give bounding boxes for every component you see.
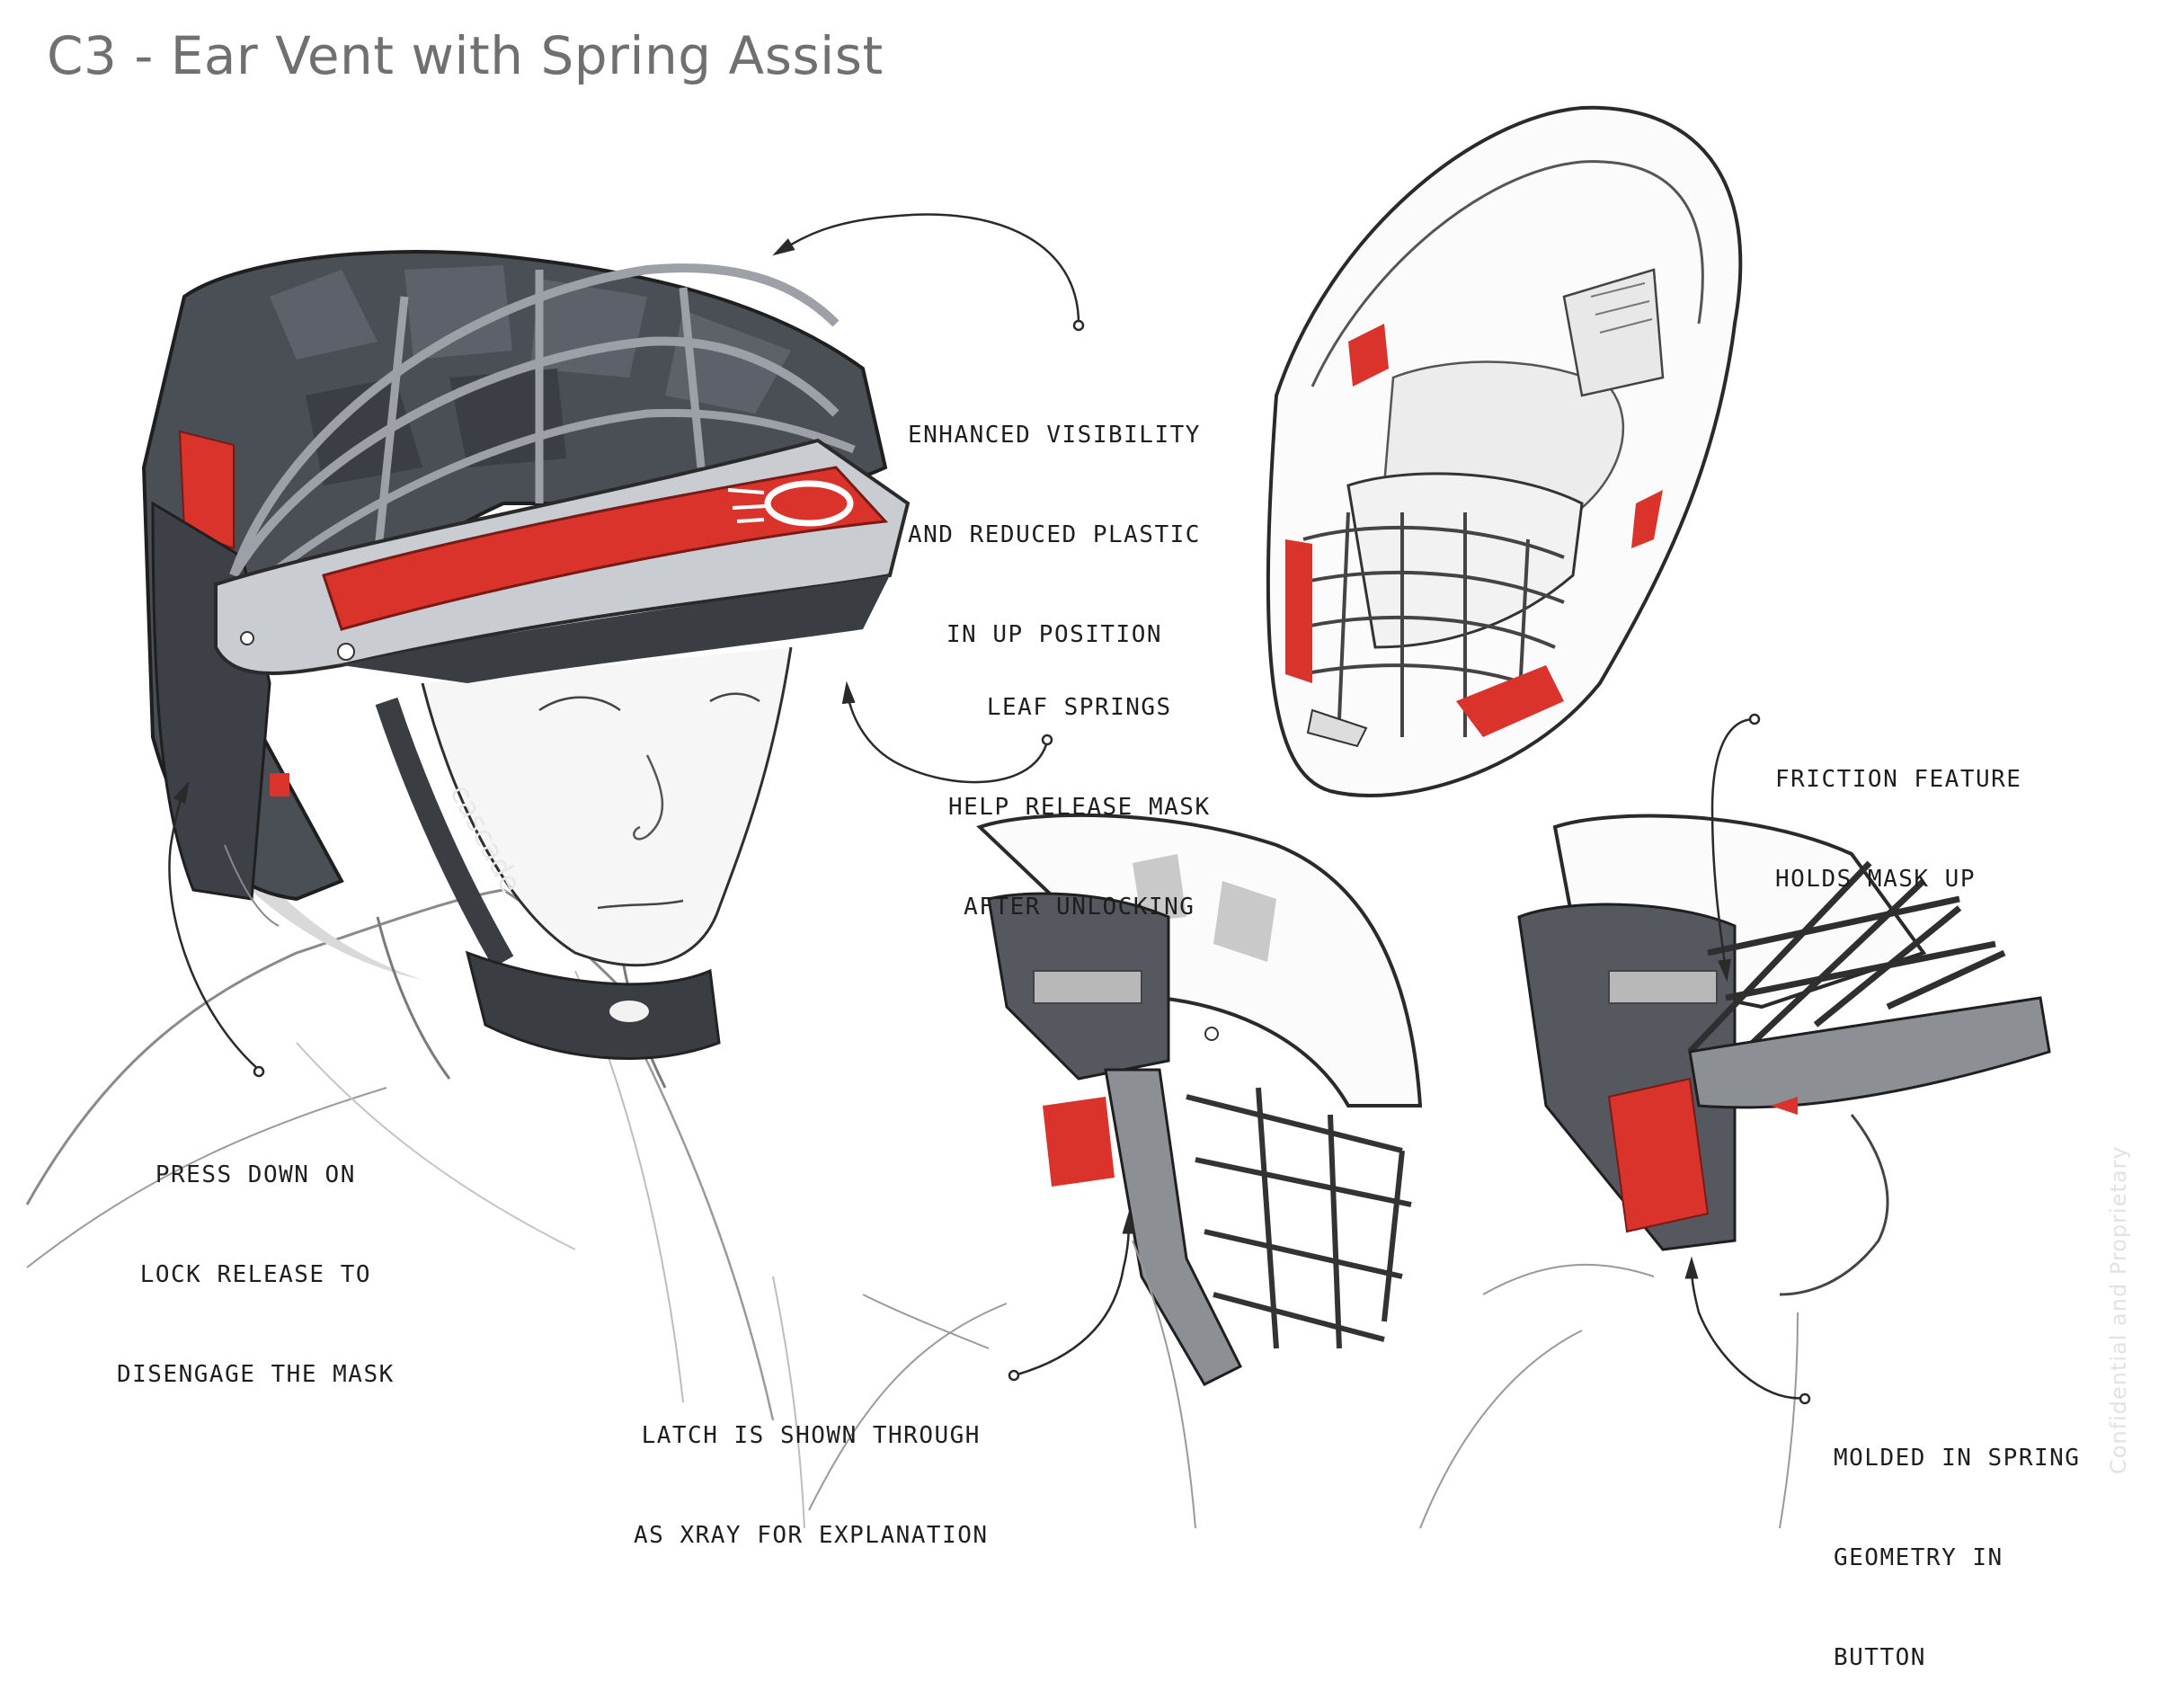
helmet-sketch-illustration: cascade xyxy=(25,105,2051,1529)
annotation-press-down: PRESS DOWN ON LOCK RELEASE TO DISENGAGE … xyxy=(117,1161,395,1388)
annotation-friction-feature: FRICTION FEATURE HOLDS MASK UP xyxy=(1775,766,2022,893)
confidential-watermark: Confidential and Proprietary xyxy=(2106,1145,2131,1474)
helmet-side-view-mask-up xyxy=(1419,814,2051,1529)
lock-release-button xyxy=(270,773,289,796)
annotation-leaf-springs: LEAF SPRINGS HELP RELEASE MASK AFTER UNL… xyxy=(948,694,1211,921)
cascade-logo-icon xyxy=(764,480,854,527)
annotation-molded-spring: MOLDED IN SPRING GEOMETRY IN BUTTON xyxy=(1834,1445,2081,1671)
helmet-side-view-xray xyxy=(808,813,1423,1529)
leader-lines xyxy=(168,213,1811,1405)
side-red-vent-insert xyxy=(178,430,235,550)
page-title: C3 - Ear Vent with Spring Assist xyxy=(47,25,884,86)
chin-cup-logo-icon xyxy=(609,1001,649,1022)
helmet-bottom-view xyxy=(1266,105,1743,797)
annotation-latch-xray: LATCH IS SHOWN THROUGH AS XRAY FOR EXPLA… xyxy=(634,1422,989,1549)
main-helmet-figure: cascade xyxy=(25,250,911,1529)
annotation-enhanced-visibility: ENHANCED VISIBILITY AND REDUCED PLASTIC … xyxy=(908,422,1201,648)
